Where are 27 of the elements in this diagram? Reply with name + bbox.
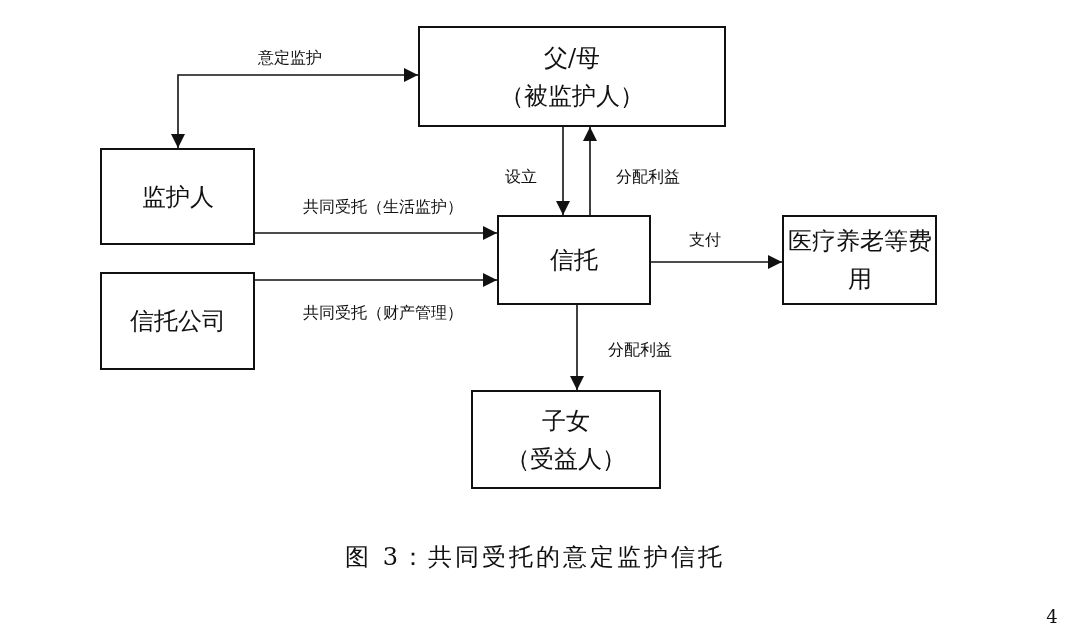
edge-label: 意定监护 xyxy=(256,47,324,69)
process-box xyxy=(782,215,937,305)
box-label: 信托公司 xyxy=(129,306,226,337)
process-box xyxy=(418,26,726,127)
edge-label: 分配利益 xyxy=(606,339,674,361)
arrow xyxy=(583,126,597,216)
box-label: 医疗养老等费用 xyxy=(786,226,933,295)
edge-label: 支付 xyxy=(687,229,723,251)
arrow xyxy=(650,255,783,269)
box-label: 监护人 xyxy=(141,181,214,213)
process-box xyxy=(471,390,661,489)
page-number: 4 xyxy=(1046,605,1058,627)
box-label: （被监护人） xyxy=(500,80,644,112)
process-box xyxy=(100,272,255,370)
box-label: （受益人） xyxy=(506,443,626,475)
caption: 图 3：共同受托的意定监护信托 xyxy=(345,542,725,573)
arrow xyxy=(254,226,498,240)
arrow xyxy=(171,68,419,149)
edge-label: 分配利益 xyxy=(614,166,682,188)
arrow xyxy=(556,126,570,216)
box-label: 父/母 xyxy=(543,42,601,74)
arrow xyxy=(254,273,498,287)
process-box xyxy=(100,148,255,245)
arrow xyxy=(570,304,584,391)
box-label: 子女 xyxy=(542,405,590,437)
box-label: 信托 xyxy=(550,245,598,276)
process-box xyxy=(497,215,651,305)
